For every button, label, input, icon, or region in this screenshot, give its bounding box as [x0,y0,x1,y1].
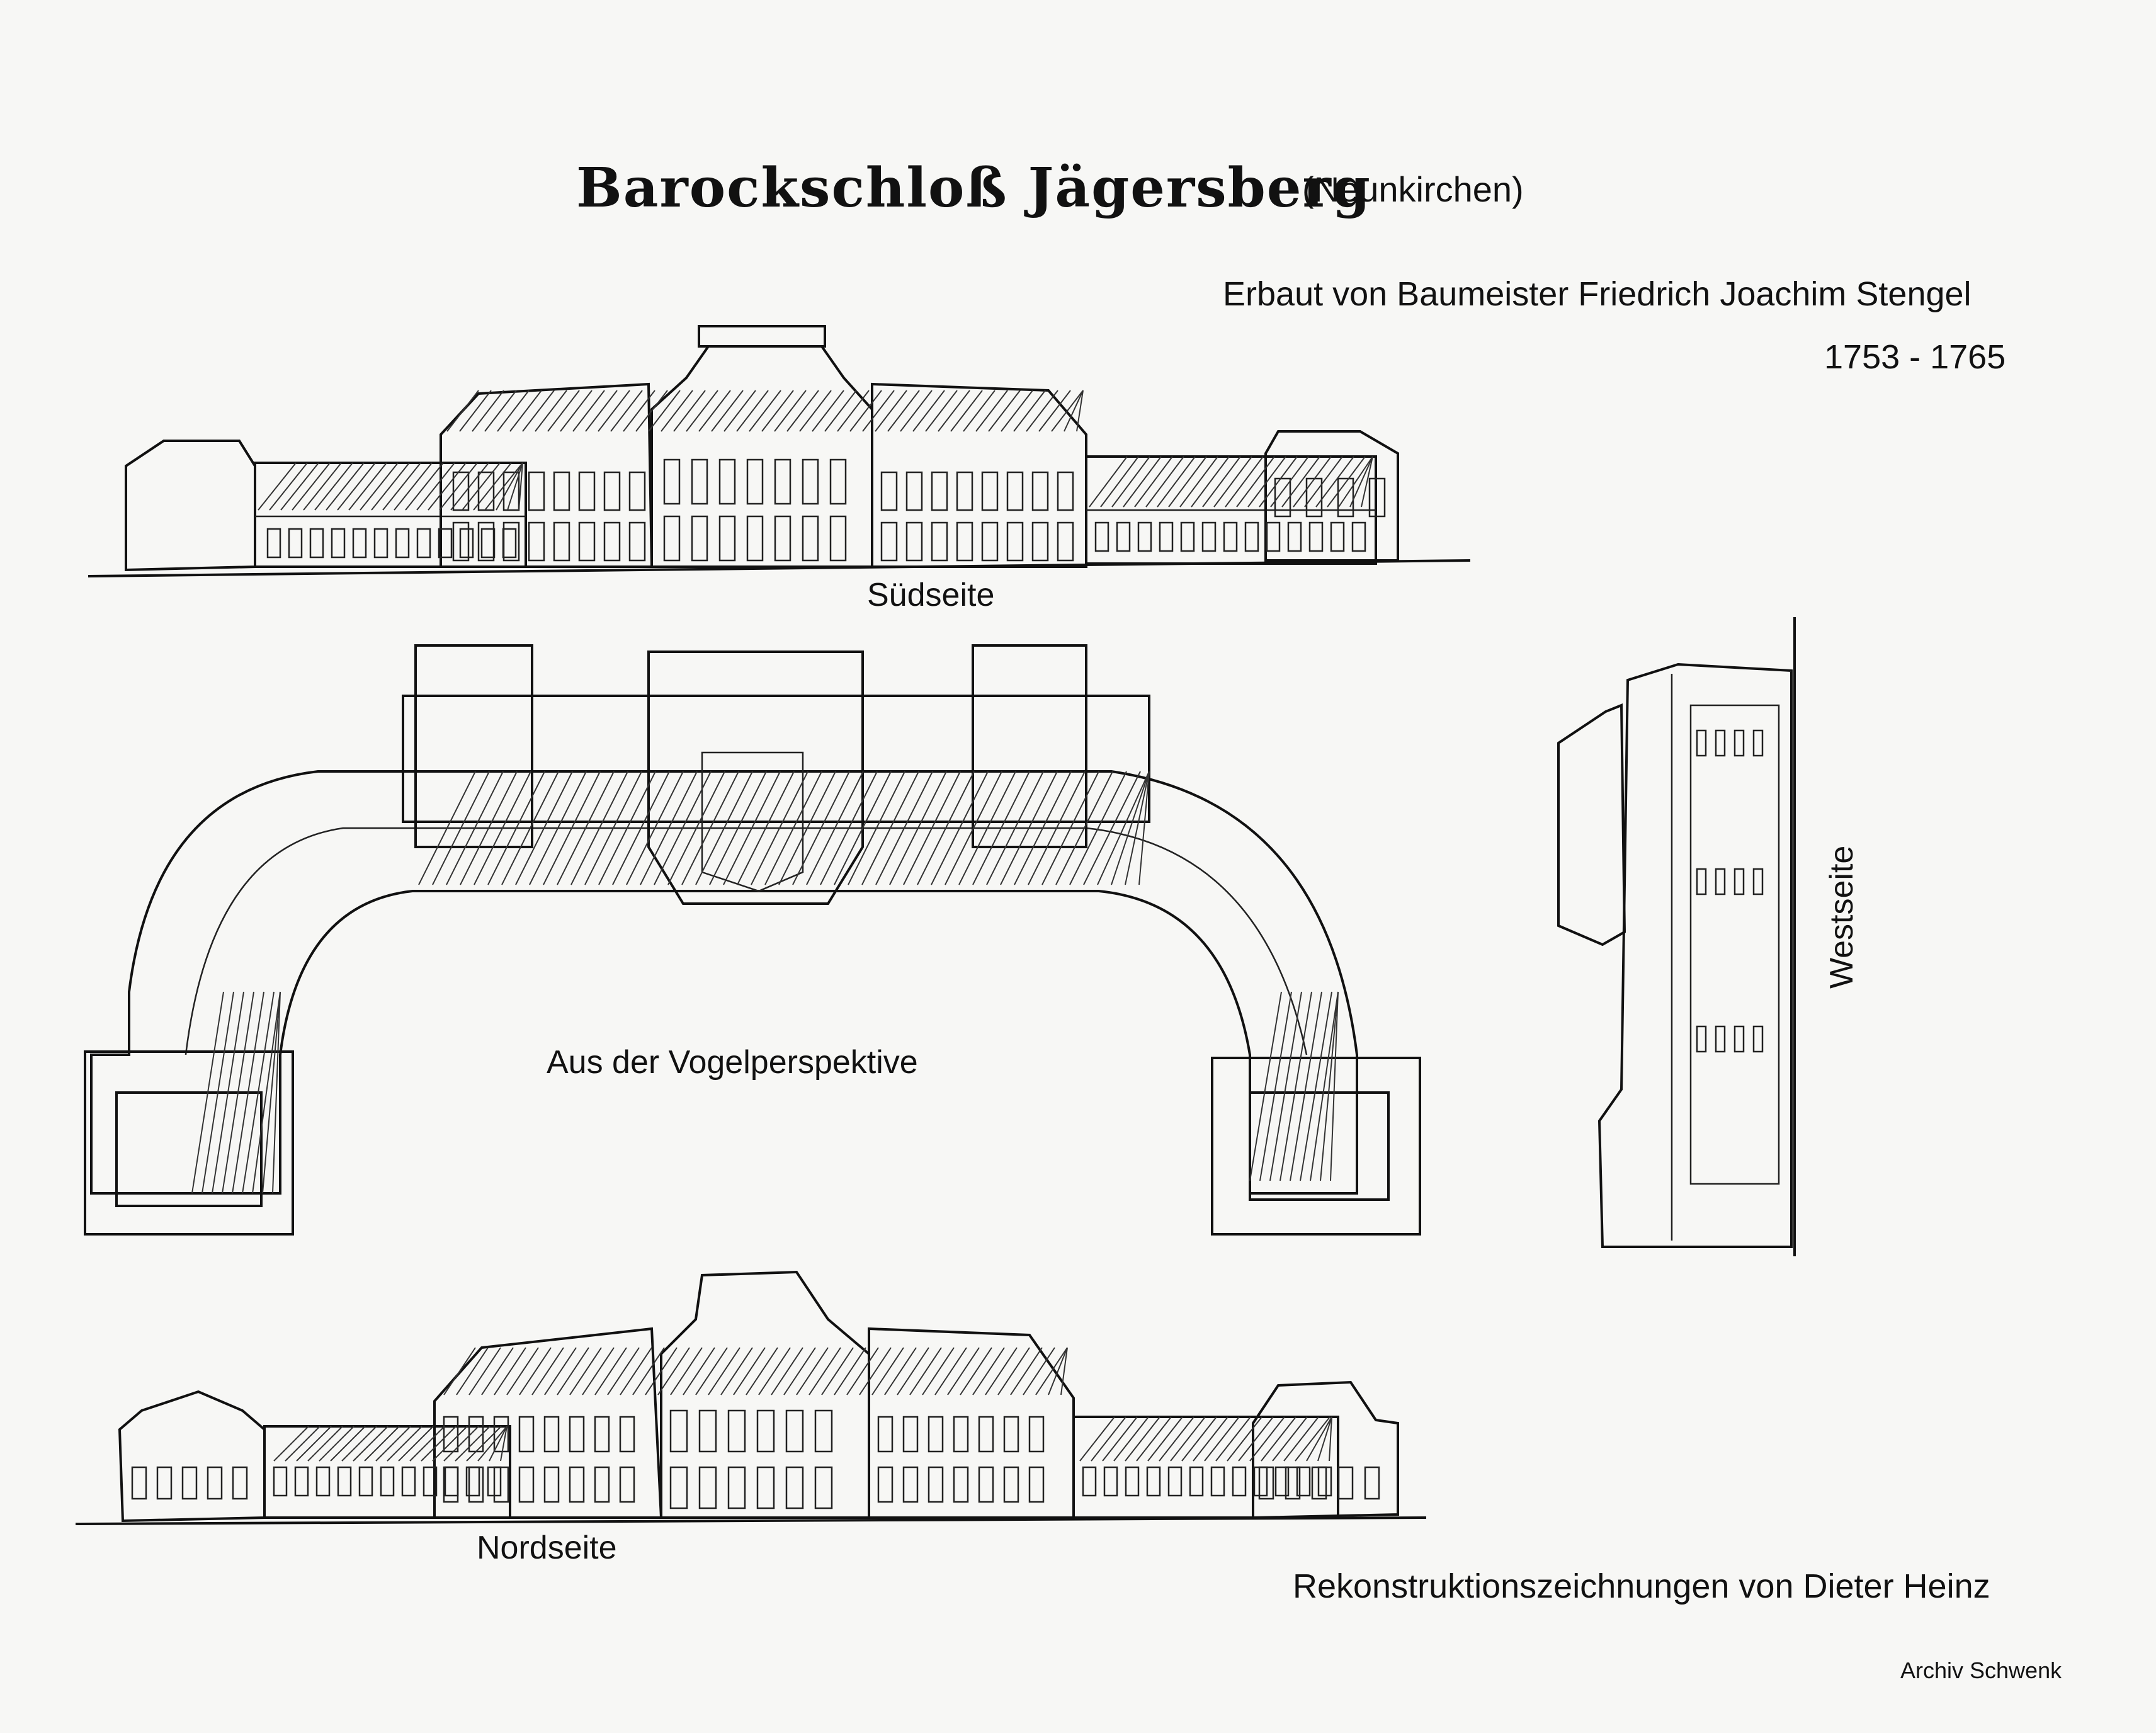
caption-south: Südseite [867,577,995,613]
page-subtitle: (Neunkirchen) [1302,169,1524,209]
caption-west: Westseite [1824,845,1860,989]
page-title: Barockschloß Jägersberg [576,156,1371,220]
years-line: 1753 - 1765 [1824,338,2006,376]
credit-archive: Archiv Schwenk [1900,1657,2062,1683]
north-facade-drawing [75,1270,1427,1525]
south-facade-drawing [88,325,1471,577]
caption-birds-eye: Aus der Vogelperspektive [547,1044,918,1081]
west-side-drawing [1557,617,1796,1256]
birds-eye-drawing [84,644,1421,1236]
caption-north: Nordseite [477,1530,617,1566]
builder-line: Erbaut von Baumeister Friedrich Joachim … [1223,275,1972,313]
credit-reconstruction: Rekonstruktionszeichnungen von Dieter He… [1293,1567,1990,1605]
